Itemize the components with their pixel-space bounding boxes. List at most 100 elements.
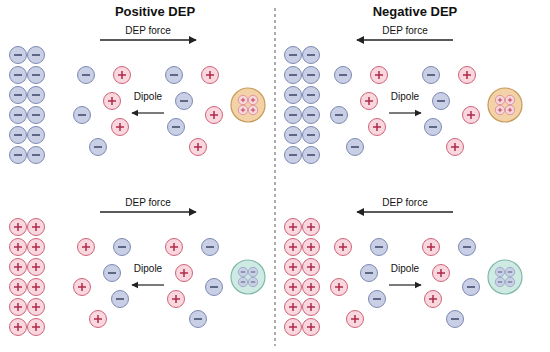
positive-charge: [248, 105, 257, 114]
positive-charge: [206, 107, 223, 124]
positive-charge: [285, 319, 302, 336]
positive-charge: [28, 219, 45, 236]
positive-charge: [331, 279, 348, 296]
positive-charge: [28, 239, 45, 256]
negative-charge: [495, 267, 504, 276]
positive-charge: [10, 239, 27, 256]
positive-charge: [463, 107, 480, 124]
negative-charge: [28, 127, 45, 144]
negative-charge: [285, 47, 302, 64]
negative-charge: [303, 47, 320, 64]
negative-charge: [104, 265, 121, 282]
positive-charge: [112, 119, 129, 136]
positive-charge: [10, 219, 27, 236]
dipole-arrow: [132, 112, 164, 113]
cell-membrane: [357, 57, 453, 153]
negative-charge: [303, 87, 320, 104]
negative-charge: [28, 67, 45, 84]
negative-charge: [369, 291, 386, 308]
negative-charge: [114, 239, 131, 256]
force-label: DEP force: [382, 197, 427, 209]
negative-charge: [206, 279, 223, 296]
positive-charge: [285, 259, 302, 276]
cell-outline: [355, 55, 455, 155]
particle: [231, 88, 265, 122]
positive-charge: [495, 95, 504, 104]
positive-charge: [285, 299, 302, 316]
positive-charge: [447, 139, 464, 156]
negative-charge: [90, 139, 107, 156]
negative-charge: [285, 87, 302, 104]
positive-charge: [202, 67, 219, 84]
negative-charge: [303, 67, 320, 84]
cell-label: Dipole: [391, 91, 419, 103]
negative-charge: [112, 291, 129, 308]
cell-membrane: [360, 60, 450, 150]
force-label: DEP force: [125, 197, 170, 209]
positive-charge: [459, 67, 476, 84]
positive-charge: [371, 67, 388, 84]
negative-charge: [447, 311, 464, 328]
negative-charge: [248, 267, 257, 276]
negative-charge: [285, 67, 302, 84]
electrode: [285, 47, 320, 164]
cell-outline: [98, 227, 198, 327]
positive-charge: [303, 319, 320, 336]
negative-charge: [28, 87, 45, 104]
cell-membrane: [100, 57, 196, 153]
positive-charge: [303, 259, 320, 276]
positive-charge: [495, 105, 504, 114]
positive-charge: [28, 259, 45, 276]
negative-charge: [285, 107, 302, 124]
dipole-arrow: [389, 284, 421, 285]
negative-charge: [248, 277, 257, 286]
negative-charge: [459, 239, 476, 256]
particle: [488, 88, 522, 122]
positive-charge: [433, 265, 450, 282]
negative-charge: [202, 239, 219, 256]
positive-charge: [176, 265, 193, 282]
positive-charge: [238, 95, 247, 104]
cell-membrane: [360, 232, 450, 322]
negative-charge: [10, 147, 27, 164]
positive-charge: [10, 319, 27, 336]
positive-charge: [347, 311, 364, 328]
positive-charge: [190, 139, 207, 156]
negative-charge: [433, 93, 450, 110]
cell-membrane: [103, 232, 193, 322]
positive-charge: [74, 279, 91, 296]
cell: Dipole: [98, 55, 198, 155]
positive-charge: [303, 219, 320, 236]
negative-charge: [463, 279, 480, 296]
negative-charge: [505, 277, 514, 286]
negative-charge: [238, 267, 247, 276]
cell-membrane: [100, 229, 196, 325]
force-arrow: [100, 211, 196, 212]
positive-charge: [166, 239, 183, 256]
cell-label: Dipole: [134, 91, 162, 103]
force-arrow: [357, 39, 453, 40]
force-arrow: [100, 39, 196, 40]
negative-charge: [347, 139, 364, 156]
particle: [231, 260, 265, 294]
negative-charge: [371, 239, 388, 256]
negative-charge: [28, 147, 45, 164]
negative-charge: [285, 127, 302, 144]
positive-charge: [78, 239, 95, 256]
negative-charge: [78, 67, 95, 84]
cell: Dipole: [355, 55, 455, 155]
cell: Dipole: [355, 227, 455, 327]
negative-charge: [495, 277, 504, 286]
cell: Dipole: [98, 227, 198, 327]
negative-charge: [361, 265, 378, 282]
positive-charge: [505, 105, 514, 114]
cell-membrane: [357, 229, 453, 325]
negative-charge: [10, 127, 27, 144]
dipole-arrow: [389, 112, 421, 113]
electrode: [10, 219, 45, 336]
positive-charge: [104, 93, 121, 110]
panel-heading: Negative DEP: [373, 4, 458, 20]
positive-charge: [28, 299, 45, 316]
particle: [488, 260, 522, 294]
